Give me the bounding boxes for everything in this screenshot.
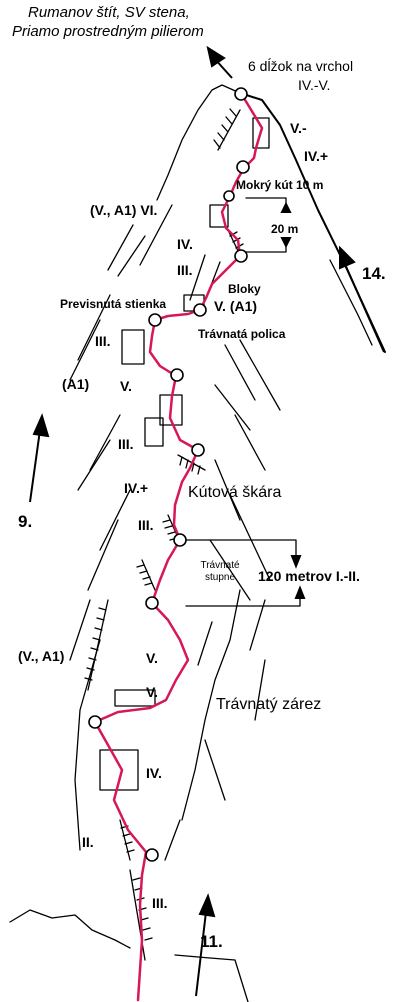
rock-block (114, 689, 156, 707)
grassy-ledge-label: Trávnatá polica (198, 327, 286, 341)
rock-line (89, 414, 121, 471)
rock-line (77, 294, 111, 361)
rock-block (144, 417, 164, 447)
height-120-label: 120 metrov I.-II. (258, 568, 360, 584)
left-ridge-line (156, 84, 241, 201)
grade-label: III. (95, 333, 111, 349)
belay-point (88, 715, 102, 729)
rock-line (74, 639, 101, 851)
arrow-14-head (339, 245, 356, 270)
arrow-11-shaft (195, 911, 207, 997)
belay-point (148, 313, 162, 327)
rock-line (117, 235, 146, 277)
overhang-label: Previsnutá stienka (60, 297, 167, 311)
rock-block (99, 749, 139, 791)
grade-label: (V., A1) VI. (90, 202, 158, 218)
arrow-9-shaft (29, 429, 41, 503)
rock-line (214, 384, 251, 431)
rock-line (139, 204, 173, 266)
belay-point (193, 303, 207, 317)
rock-block (121, 329, 145, 365)
rock-line (224, 344, 256, 401)
rock-line (204, 739, 226, 801)
rock-line (69, 599, 91, 661)
belay-point (234, 249, 248, 263)
rock-line (99, 489, 131, 551)
rock-line (87, 519, 119, 591)
arrow-14-shaft (343, 261, 385, 353)
rock-line (107, 224, 134, 271)
hatched-edge (162, 514, 181, 543)
bottom-terrain-right (174, 954, 249, 1002)
grade-label: V. (146, 684, 158, 700)
arrow-9-head (32, 413, 50, 438)
belay-point (223, 190, 235, 202)
height-20-label: 20 m (271, 222, 299, 236)
bracket-arrow-120-down (290, 555, 302, 569)
corner-crack-label: Kútová škára (188, 484, 282, 501)
hatched-edge (213, 108, 241, 151)
belay-point (145, 848, 159, 862)
title-line-1: Rumanov štít, SV stena, (28, 4, 190, 21)
grade-label: IV. (146, 765, 162, 781)
bottom-terrain-line (9, 909, 131, 949)
belay-point (236, 160, 250, 174)
rock-block (209, 204, 229, 228)
grade-label: II. (82, 834, 94, 850)
bracket-arrow-20-up (280, 201, 292, 213)
bracket-arrow-120-up (294, 585, 306, 599)
rock-line (234, 414, 266, 471)
rock-line (164, 819, 181, 861)
rock-line (209, 539, 251, 601)
belay-point (173, 533, 187, 547)
belay-point (191, 443, 205, 457)
gully-line-14 (329, 259, 373, 346)
belay-point (170, 368, 184, 382)
grade-label: IV.+ (304, 148, 329, 164)
wet-corner-label: Mokrý kút 10 m (236, 178, 324, 192)
route-number-9: 9. (18, 512, 33, 531)
grade-label: V. (146, 650, 158, 666)
summit-arrow-head (206, 45, 226, 68)
summit-note: 6 dĺžok na vrchol (248, 58, 354, 74)
rock-line (189, 254, 206, 301)
hatched-edge (84, 599, 109, 691)
rock-line (229, 494, 271, 581)
bracket-arrow-20-down (280, 237, 292, 249)
grade-label: (V., A1) (18, 648, 65, 664)
grade-label: III. (152, 895, 168, 911)
grade-label: V. (A1) (214, 298, 258, 314)
arrow-11-head (198, 893, 216, 918)
route-line (93, 93, 264, 1002)
route-number-14: 14. (362, 264, 386, 283)
rock-line (249, 599, 266, 651)
rock-line (69, 319, 101, 381)
rock-block (252, 117, 270, 149)
grade-label: III. (138, 517, 154, 533)
grade-label: IV.+ (124, 480, 149, 496)
grade-label: V. (120, 378, 132, 394)
route-number-11: 11. (200, 932, 223, 951)
grade-label: V.- (290, 120, 307, 136)
hatched-edge (136, 559, 156, 591)
rock-line (254, 659, 266, 721)
belay-point (145, 596, 159, 610)
rock-line (239, 339, 281, 411)
grade-label: IV. (177, 236, 193, 252)
hatched-edge (119, 819, 135, 861)
title-line-2: Priamo prostredným pilierom (12, 23, 204, 40)
grade-label: III. (177, 262, 193, 278)
grassy-gully-label: Trávnatý zárez (216, 696, 322, 713)
grade-label: (A1) (62, 376, 90, 392)
rock-line (181, 589, 241, 821)
rock-line (214, 459, 241, 521)
grassy-steps-label: Trávnaté stupne (200, 560, 240, 583)
grade-label: III. (118, 436, 134, 452)
summit-grade: IV.-V. (298, 77, 331, 93)
blocks-label: Bloky (228, 282, 261, 296)
belay-point (234, 87, 248, 101)
rock-line (77, 439, 111, 491)
rock-line (197, 621, 213, 666)
